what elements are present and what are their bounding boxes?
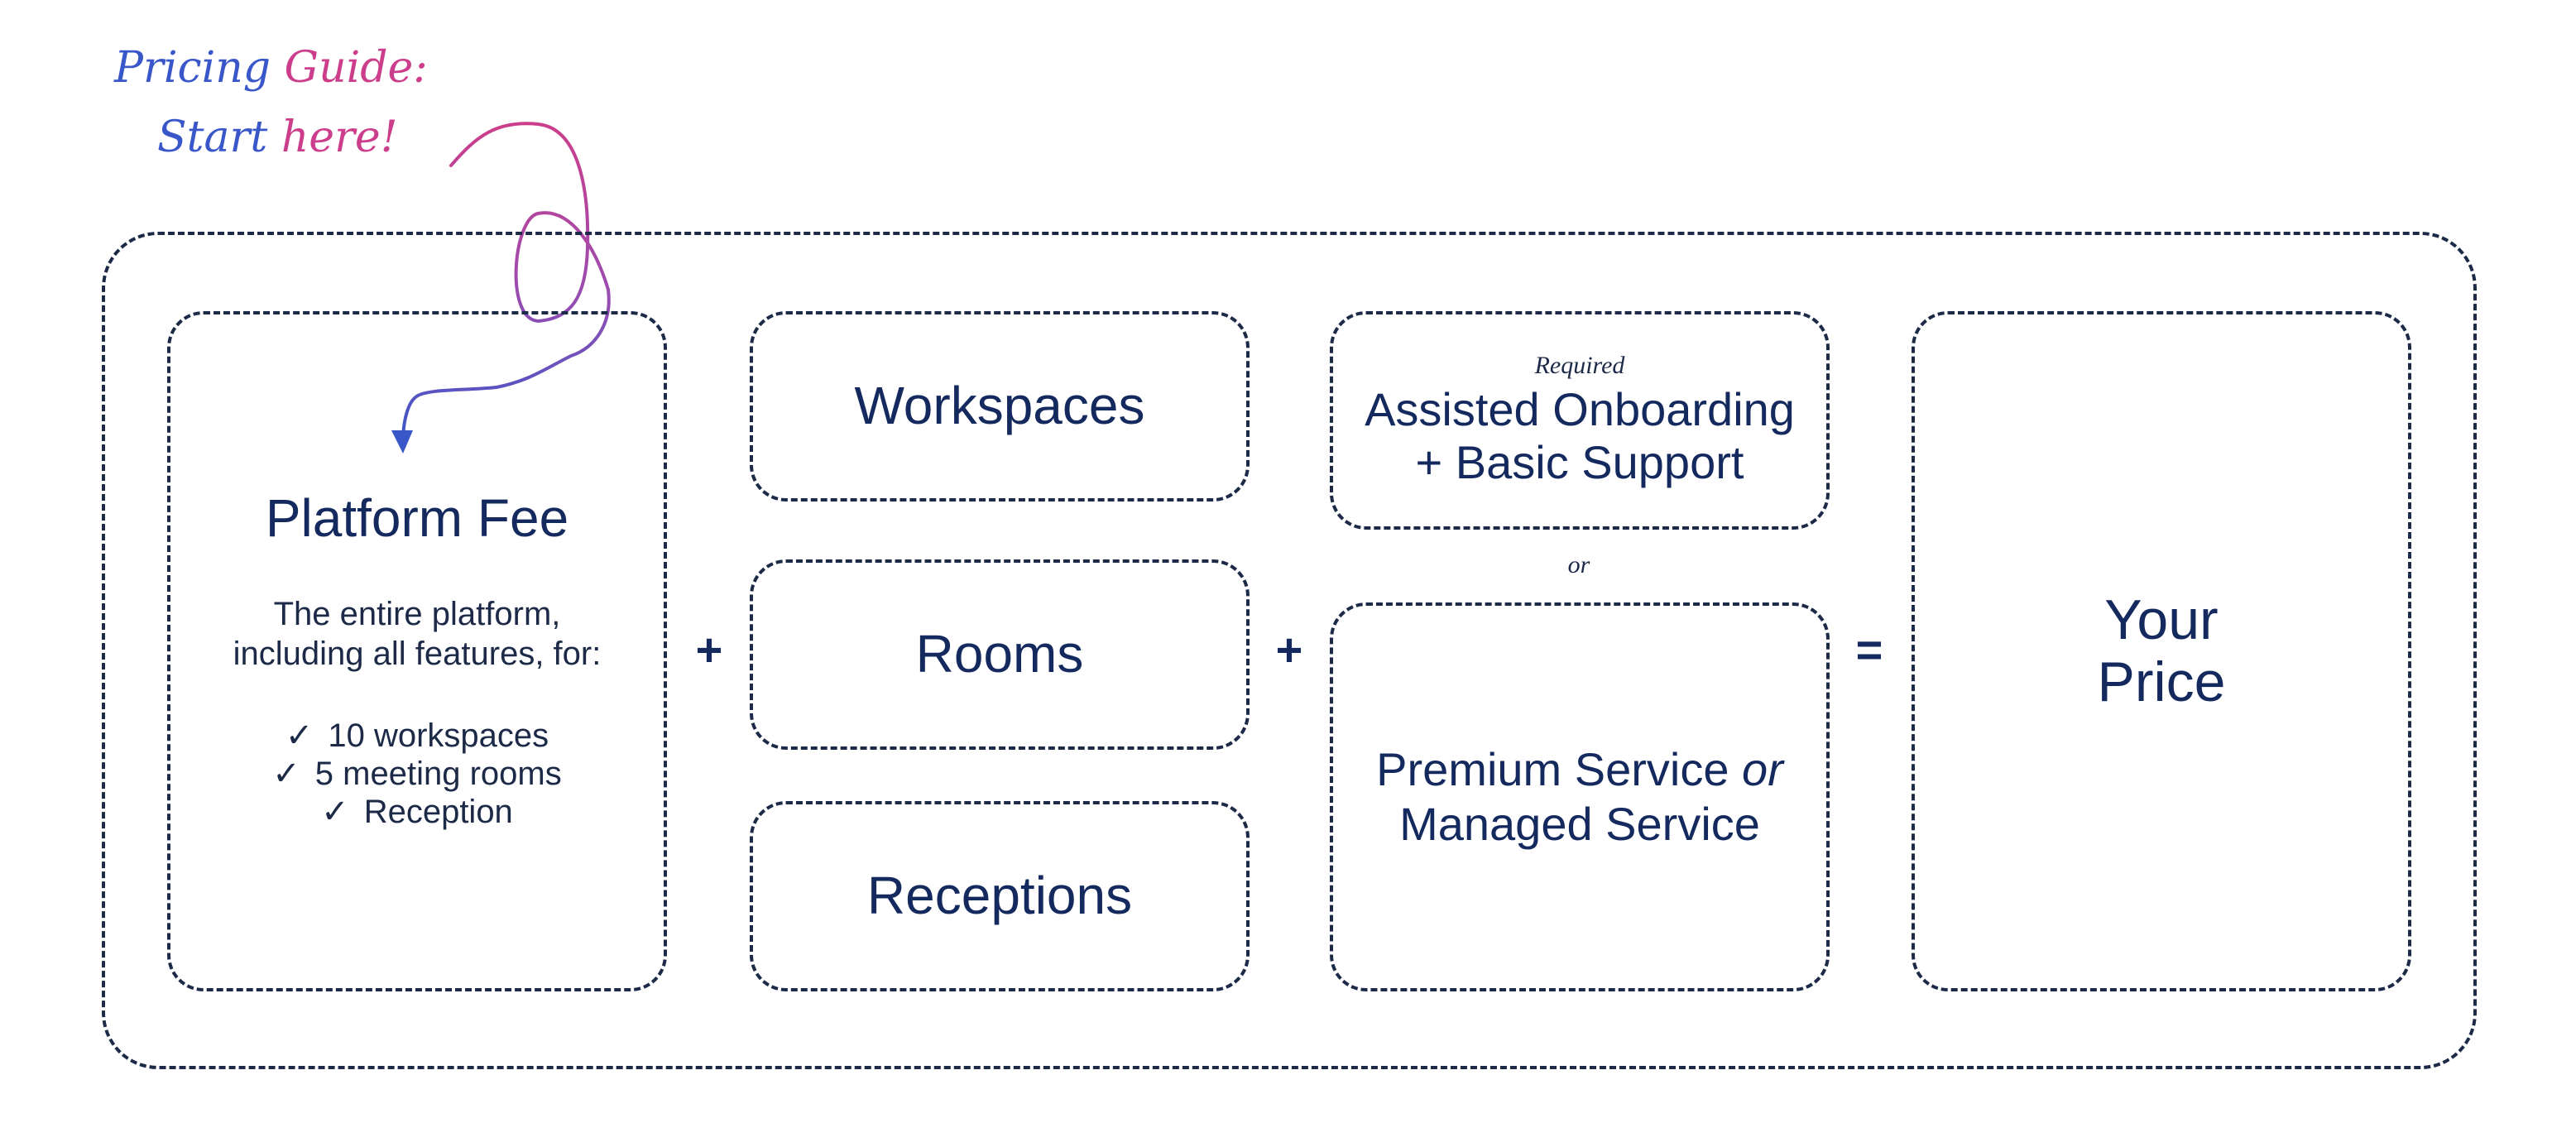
annotation-word-here: here! [281,113,398,162]
workspaces-label: Workspaces [854,376,1145,436]
or-label: or [1567,551,1590,578]
onboarding-title: Assisted Onboarding + Basic Support [1365,383,1795,490]
onboarding-title-line-2: + Basic Support [1415,436,1744,488]
checkmark-icon: ✓ [272,755,300,792]
feature-item-label: 5 meeting rooms [314,755,562,792]
onboarding-title-line-1: Assisted Onboarding [1365,382,1795,435]
plus-operator: + [695,623,723,676]
platform-description-line-2: including all features, for: [233,635,602,672]
receptions-label: Receptions [866,866,1133,926]
your-price-box: Your Price [1912,311,2411,991]
equals-operator: = [1855,623,1883,676]
platform-fee-box: Platform Fee The entire platform, includ… [167,311,667,991]
premium-service-label: Premium Service [1376,743,1729,796]
included-features-list: ✓10 workspaces ✓5 meeting rooms ✓Recepti… [272,717,561,831]
feature-item-label: 10 workspaces [328,717,549,754]
platform-description: The entire platform, including all featu… [233,594,602,674]
annotation-line-1: Pricing Guide: [114,43,428,93]
rooms-label: Rooms [915,624,1084,684]
pricing-container [102,232,2477,1069]
annotation-line-2: Start here! [157,113,398,162]
rooms-box: Rooms [750,559,1250,750]
platform-description-line-1: The entire platform, [273,595,561,632]
premium-service-box: Premium Service or Managed Service [1330,602,1830,991]
your-price-line-1: Your [2104,588,2219,652]
feature-item: ✓ Reception [272,793,561,831]
arrow-head-icon [391,430,413,454]
feature-item: ✓ 5 meeting rooms [272,755,561,793]
platform-fee-title: Platform Fee [265,488,569,549]
your-price-title: Your Price [2098,589,2226,713]
workspaces-box: Workspaces [750,311,1250,502]
onboarding-box: Required Assisted Onboarding + Basic Sup… [1330,311,1830,530]
annotation-word-start: Start [157,113,268,162]
checkmark-icon: ✓ [285,717,314,754]
required-label: Required [1534,351,1625,379]
feature-item: ✓ 10 workspaces [272,717,561,755]
receptions-box: Receptions [750,801,1250,991]
annotation-word-guide: Guide: [284,43,428,93]
managed-service-label: Managed Service [1399,798,1760,850]
premium-or-label: or [1742,743,1783,796]
premium-service-line-1: Premium Service or [1376,742,1783,797]
your-price-line-2: Price [2097,650,2226,713]
feature-item-label: Reception [363,793,513,830]
checkmark-icon: ✓ [321,793,349,830]
premium-service-title: Premium Service or Managed Service [1376,742,1783,851]
annotation-word-pricing: Pricing [114,43,271,93]
plus-operator: + [1275,623,1303,676]
